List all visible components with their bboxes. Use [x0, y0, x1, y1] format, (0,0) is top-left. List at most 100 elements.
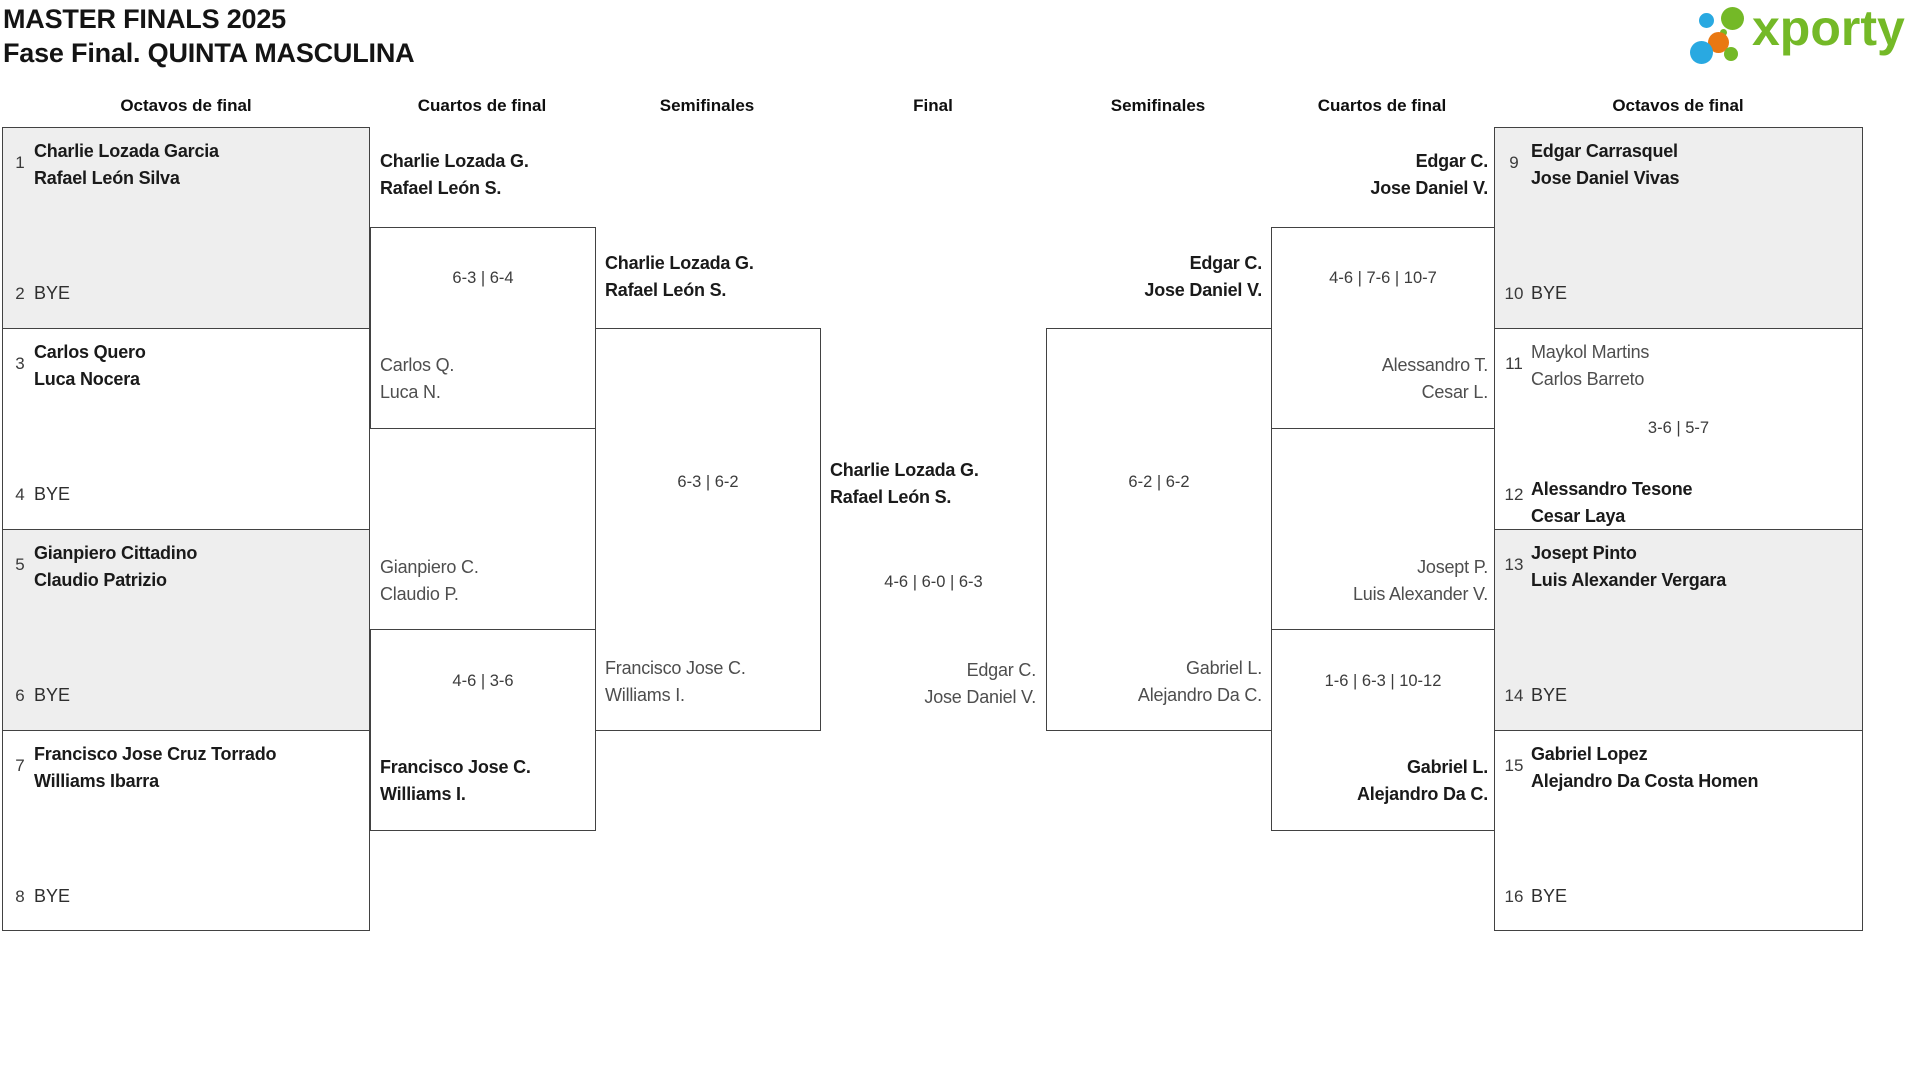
player-name: Carlos Quero: [34, 342, 146, 362]
match-box-octavos-right-3: 13 Josept Pinto Luis Alexander Vergara 1…: [1494, 529, 1863, 731]
team-francisco-williams: Francisco Jose Cruz Torrado Williams Iba…: [34, 741, 277, 795]
player-name: Jose Daniel V.: [1370, 178, 1488, 198]
player-name: Cesar L.: [1421, 382, 1489, 402]
team-carlos-luca-qf: Carlos Q. Luca N.: [380, 352, 454, 406]
player-name: Alejandro Da C.: [1137, 685, 1262, 705]
match-score: 4-6 | 7-6 | 10-7: [1329, 269, 1437, 287]
team-maykol-carlos: Maykol Martins Carlos Barreto: [1531, 339, 1649, 393]
player-name: Rafael León S.: [830, 487, 952, 507]
round-header-cuartos-right: Cuartos de final: [1317, 96, 1447, 115]
player-name: Jose Daniel V.: [924, 687, 1036, 707]
player-name: Rafael León Silva: [34, 168, 180, 188]
team-charlie-rafael-sf: Charlie Lozada G. Rafael León S.: [605, 250, 754, 304]
player-name: Williams Ibarra: [34, 771, 159, 791]
player-name: Luca N.: [380, 382, 441, 402]
player-name: Cesar Laya: [1531, 506, 1626, 526]
seed-number: 3: [15, 354, 25, 373]
player-name: Gabriel Lopez: [1531, 744, 1648, 764]
player-name: Charlie Lozada G.: [380, 151, 529, 171]
player-name: Gianpiero Cittadino: [34, 543, 198, 563]
match-box-semifinal-right: [1046, 328, 1272, 731]
player-name: Francisco Jose Cruz Torrado: [34, 744, 277, 764]
logo-dot-blue-small-icon: [1699, 13, 1714, 28]
player-name: Charlie Lozada Garcia: [34, 141, 219, 161]
match-box-cuartos-right-1: [1271, 227, 1495, 429]
team-francisco-williams-sf: Francisco Jose C. Williams I.: [605, 655, 746, 709]
bye-label: BYE: [1531, 283, 1568, 303]
player-name: Carlos Barreto: [1531, 369, 1645, 389]
team-final-winner: Charlie Lozada G. Rafael León S.: [830, 457, 979, 511]
player-name: Rafael León S.: [605, 280, 727, 300]
player-name: Edgar C.: [1189, 253, 1263, 273]
match-score: 6-2 | 6-2: [1128, 473, 1190, 491]
player-name: Carlos Q.: [380, 355, 455, 375]
player-name: Alessandro Tesone: [1531, 479, 1693, 499]
logo-dot-blue-large-icon: [1690, 41, 1713, 64]
bye-label: BYE: [34, 484, 71, 504]
match-score: 3-6 | 5-7: [1647, 419, 1710, 437]
seed-number: 5: [15, 555, 25, 574]
player-name: Gabriel L.: [1406, 757, 1488, 777]
page-title-line2: Fase Final. QUINTA MASCULINA: [3, 38, 415, 68]
bye-label: BYE: [1531, 685, 1568, 705]
team-edgar-josedaniel: Edgar Carrasquel Jose Daniel Vivas: [1531, 138, 1680, 192]
team-gabriel-alejandro: Gabriel Lopez Alejandro Da Costa Homen: [1531, 741, 1758, 795]
round-header-octavos-left: Octavos de final: [120, 96, 252, 115]
match-score: 6-3 | 6-2: [677, 473, 739, 491]
seed-number: 8: [15, 887, 25, 906]
round-header-octavos-right: Octavos de final: [1612, 96, 1744, 115]
team-gianpiero-claudio: Gianpiero Cittadino Claudio Patrizio: [34, 540, 197, 594]
match-box-semifinal-left: [595, 328, 821, 731]
round-header-semis-left: Semifinales: [659, 96, 755, 115]
player-name: Alejandro Da C.: [1356, 784, 1488, 804]
player-name: Jose Daniel Vivas: [1531, 168, 1680, 188]
seed-number: 15: [1504, 756, 1524, 775]
team-josept-luis: Josept Pinto Luis Alexander Vergara: [1531, 540, 1726, 594]
player-name: Luis Alexander V.: [1352, 584, 1488, 604]
bye-label: BYE: [34, 685, 71, 705]
xporty-logo[interactable]: xporty: [1688, 0, 1913, 66]
team-final-runnerup: Edgar C. Jose Daniel V.: [820, 657, 1036, 711]
seed-number: 12: [1504, 485, 1524, 504]
seed-number: 10: [1504, 284, 1524, 303]
seed-number: 9: [1509, 153, 1519, 172]
seed-number: 2: [15, 284, 25, 303]
team-gabriel-alejandro-sf: Gabriel L. Alejandro Da C.: [1046, 655, 1262, 709]
match-box-octavos-left-4: 7 Francisco Jose Cruz Torrado Williams I…: [2, 730, 370, 931]
logo-wordmark: xporty: [1752, 0, 1905, 56]
page-title-line1: MASTER FINALS 2025: [3, 4, 286, 34]
player-name: Jose Daniel V.: [1144, 280, 1262, 300]
player-name: Williams I.: [605, 685, 685, 705]
match-score: 6-3 | 6-4: [452, 269, 514, 287]
bye-label: BYE: [1531, 886, 1568, 906]
team-alessandro-cesar-qf: Alessandro T. Cesar L.: [1271, 352, 1488, 406]
team-josept-luis-qf: Josept P. Luis Alexander V.: [1271, 554, 1488, 608]
match-box-octavos-right-1: 9 Edgar Carrasquel Jose Daniel Vivas 10 …: [1494, 127, 1863, 329]
logo-dot-green-large-icon: [1721, 7, 1744, 30]
player-name: Maykol Martins: [1531, 342, 1650, 362]
team-gabriel-alejandro-qf: Gabriel L. Alejandro Da C.: [1271, 754, 1488, 808]
player-name: Edgar C.: [966, 660, 1037, 680]
logo-dot-orange-icon: [1708, 32, 1729, 53]
team-edgar-josedaniel-sf: Edgar C. Jose Daniel V.: [1046, 250, 1262, 304]
round-header-cuartos-left: Cuartos de final: [417, 96, 547, 115]
player-name: Luis Alexander Vergara: [1531, 570, 1727, 590]
bye-label: BYE: [34, 283, 71, 303]
seed-number: 13: [1504, 555, 1524, 574]
player-name: Gianpiero C.: [380, 557, 479, 577]
round-header-final: Final: [913, 96, 953, 115]
player-name: Francisco Jose C.: [380, 757, 531, 777]
match-box-octavos-right-4: 15 Gabriel Lopez Alejandro Da Costa Home…: [1494, 730, 1863, 931]
match-box-octavos-left-3: 5 Gianpiero Cittadino Claudio Patrizio 6…: [2, 529, 370, 731]
player-name: Claudio Patrizio: [34, 570, 167, 590]
seed-number: 1: [15, 153, 25, 172]
team-francisco-williams-qf: Francisco Jose C. Williams I.: [380, 754, 531, 808]
match-score: 4-6 | 3-6: [452, 672, 514, 690]
seed-number: 16: [1504, 887, 1524, 906]
match-box-cuartos-right-2: [1271, 629, 1495, 831]
match-box-octavos-left-2: 3 Carlos Quero Luca Nocera 4 BYE: [2, 328, 370, 530]
player-name: Edgar Carrasquel: [1531, 141, 1678, 161]
team-alessandro-cesar: Alessandro Tesone Cesar Laya: [1531, 476, 1693, 530]
player-name: Claudio P.: [380, 584, 459, 604]
